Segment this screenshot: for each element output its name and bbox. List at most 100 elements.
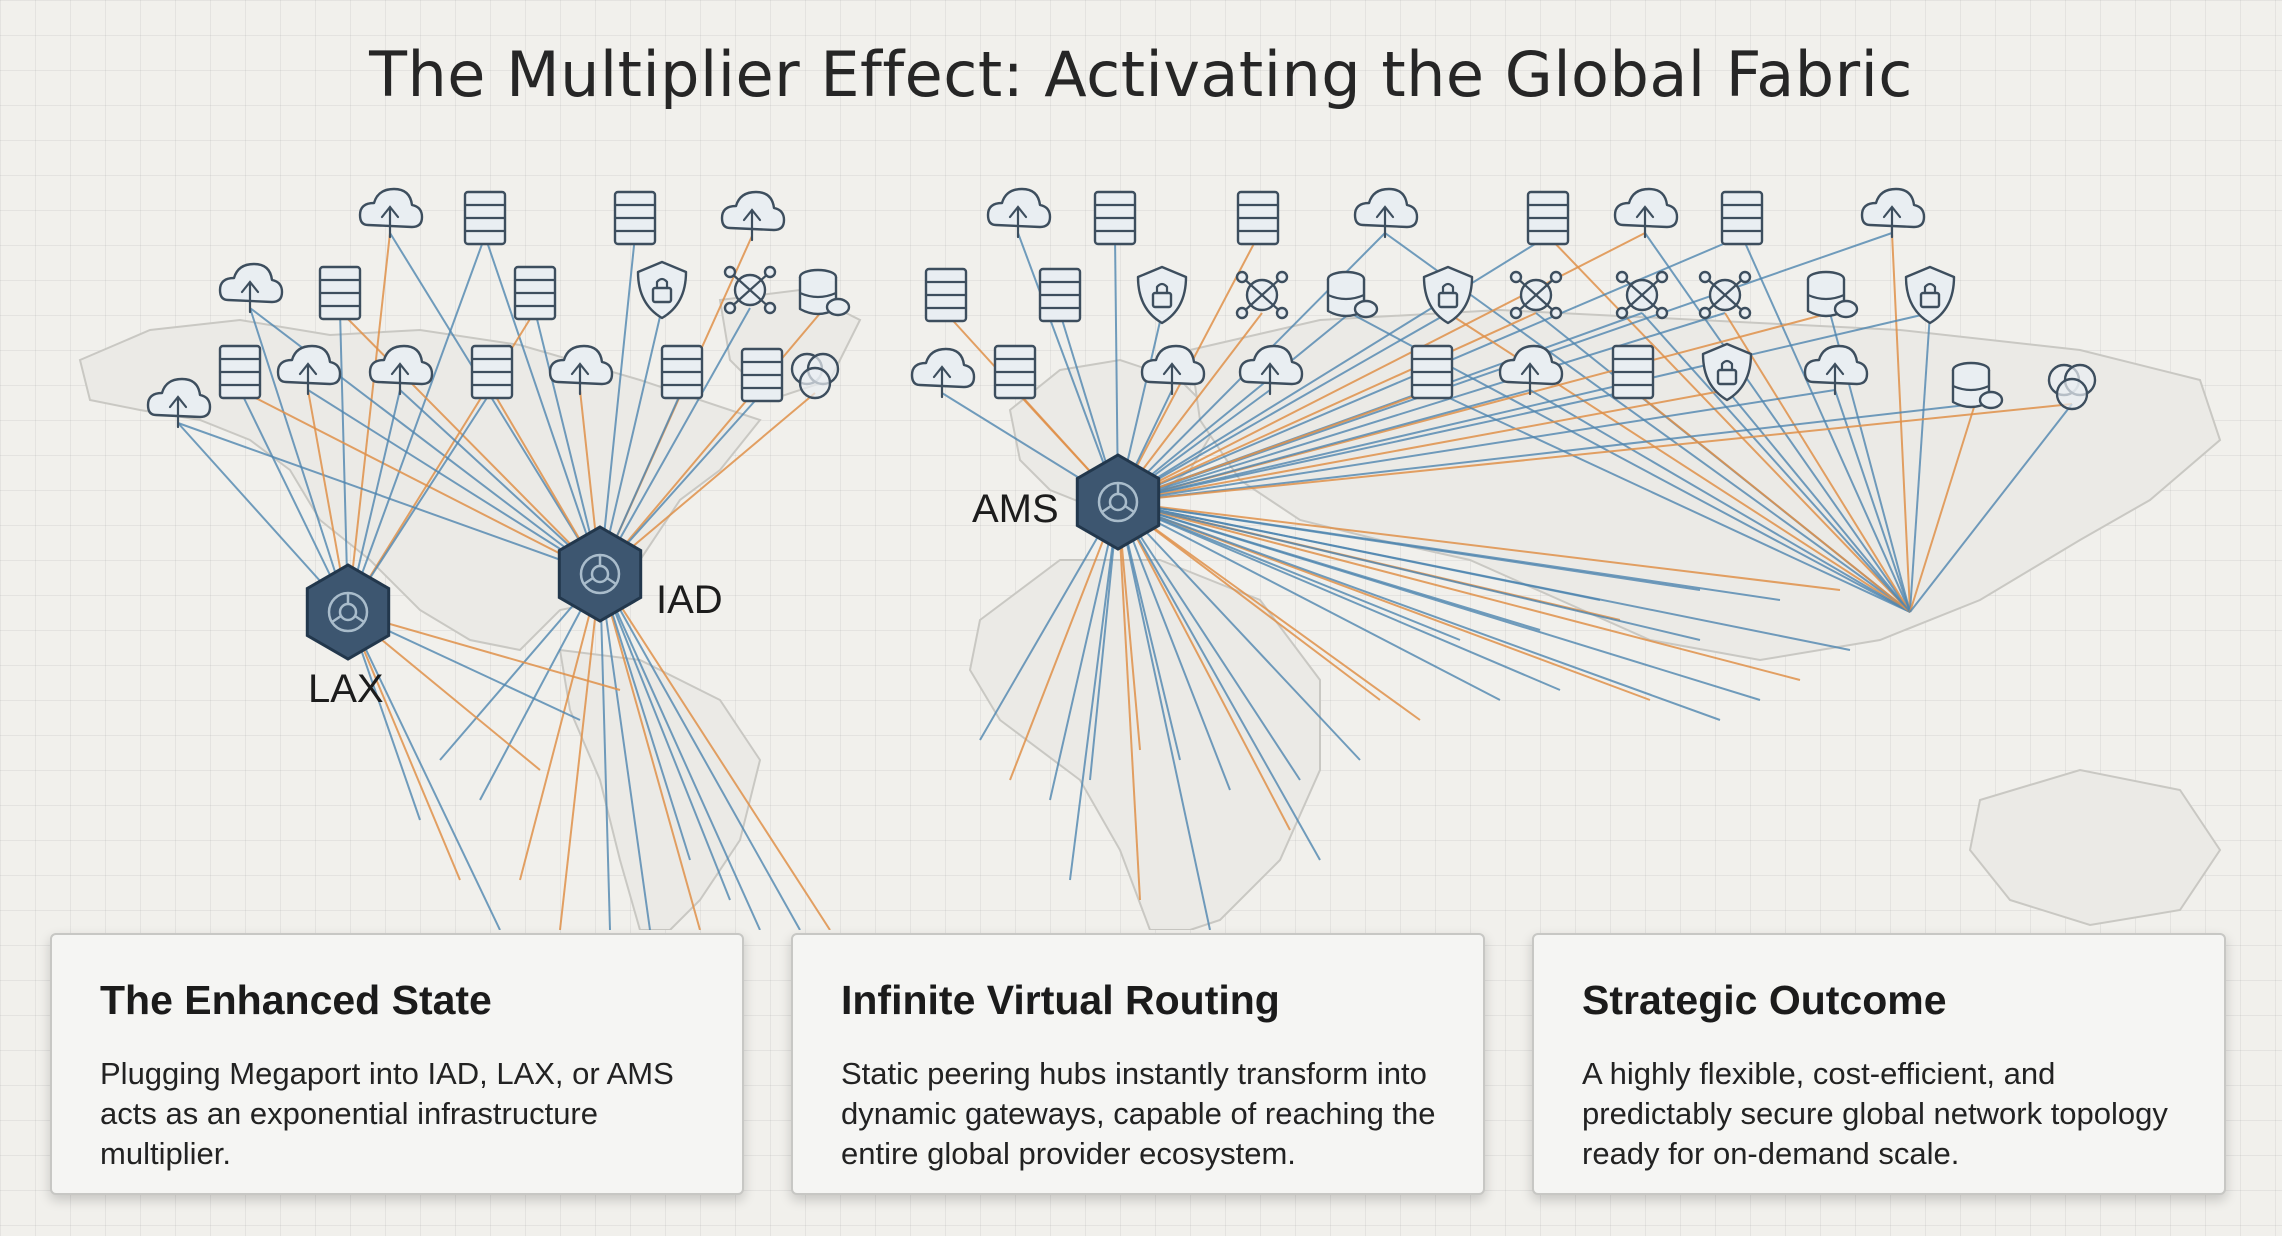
network-link [1069, 501, 1119, 881]
server-rack-icon [740, 347, 784, 403]
network-link [1089, 501, 1119, 781]
shield-lock-icon [1701, 342, 1753, 402]
card-body: A highly flexible, cost-efficient, and p… [1582, 1056, 2168, 1171]
database-icon [1806, 270, 1859, 319]
shield-lock-icon [1422, 265, 1474, 325]
network-link [599, 310, 823, 575]
cloud-upload-icon [146, 377, 212, 429]
network-link [347, 611, 461, 881]
overlap-circles-icon [2047, 363, 2097, 411]
provider-icons [146, 187, 2097, 429]
network-link [1009, 501, 1119, 781]
network-link [347, 611, 501, 930]
network-link [599, 573, 691, 861]
server-rack-icon [924, 267, 968, 323]
network-link [599, 307, 751, 575]
cloud-upload-icon [720, 190, 786, 242]
network-link [1909, 403, 2073, 613]
network-link [1117, 501, 1141, 901]
network-link [1117, 501, 1501, 701]
cloud-upload-icon [1238, 344, 1304, 396]
network-link [559, 573, 601, 930]
network-link [1117, 501, 1561, 691]
network-link [1117, 501, 1321, 861]
network-link [249, 307, 349, 613]
network-link [1909, 312, 1931, 613]
network-link [1117, 501, 1461, 641]
overlap-circles-icon [790, 352, 840, 400]
network-link [1117, 501, 1701, 591]
network-link [1117, 501, 1601, 601]
network-link [1117, 235, 1549, 503]
server-rack-icon [1526, 190, 1570, 246]
card-body: Plugging Megaport into IAD, LAX, or AMS … [100, 1056, 674, 1171]
network-link [1641, 312, 1911, 613]
server-rack-icon [660, 344, 704, 400]
network-link [599, 392, 816, 575]
cloud-upload-icon [910, 347, 976, 399]
cloud-upload-icon [1803, 344, 1869, 396]
network-link [347, 232, 391, 613]
network-link [307, 389, 601, 575]
network-link [484, 235, 601, 575]
network-link [1117, 501, 1701, 641]
cloud-upload-icon [1498, 344, 1564, 396]
network-link [1117, 501, 1361, 761]
network-link [347, 389, 493, 613]
server-rack-icon [218, 344, 262, 400]
network-link [599, 573, 731, 901]
network-link [1726, 389, 1911, 613]
network-link [1117, 312, 1449, 503]
network-link [1117, 501, 1801, 681]
network-link [1117, 389, 1433, 503]
hub-label-lax: LAX [308, 667, 384, 711]
server-rack-icon [1093, 190, 1137, 246]
network-link [1117, 389, 1531, 503]
card-title: The Enhanced State [100, 977, 492, 1023]
database-icon [1326, 270, 1379, 319]
server-rack-icon [513, 265, 557, 321]
network-link [1117, 501, 1421, 721]
network-link [1117, 501, 1231, 791]
network-link [1117, 501, 1301, 781]
network-link [599, 573, 701, 930]
africa-landmass [968, 559, 1321, 930]
network-link [1117, 501, 1381, 701]
network-link [479, 573, 601, 801]
network-link [1547, 235, 1911, 613]
network-link [399, 389, 601, 575]
network-link [599, 235, 636, 575]
shield-lock-icon [636, 260, 688, 320]
shield-lock-icon [1136, 265, 1188, 325]
network-link [1117, 501, 1291, 831]
network-link [1117, 501, 1841, 591]
network-link [1117, 501, 1211, 930]
network-link [1632, 389, 1911, 613]
server-rack-icon [613, 190, 657, 246]
network-link [1117, 312, 1726, 503]
network-link [599, 573, 831, 930]
network-link [339, 310, 349, 613]
connection-lines [177, 232, 2073, 930]
network-link [534, 310, 601, 575]
cloud-upload-icon [1860, 187, 1926, 239]
network-link [339, 310, 601, 575]
network-nodes-icon [1698, 270, 1752, 320]
virtual-routing-card: Infinite Virtual Routing Static peering … [791, 933, 1485, 1195]
network-link [1117, 501, 1181, 761]
server-rack-icon [1720, 190, 1764, 246]
network-link [347, 611, 621, 691]
network-link [389, 232, 601, 575]
network-link [1117, 389, 1728, 503]
server-rack-icon [1611, 344, 1655, 400]
network-link [519, 573, 601, 881]
cloud-upload-icon [276, 344, 342, 396]
server-rack-icon [993, 344, 1037, 400]
network-link [1644, 232, 1911, 613]
card-body: Static peering hubs instantly transform … [841, 1056, 1436, 1171]
strategic-outcome-card: Strategic Outcome A highly flexible, cos… [1532, 933, 2226, 1195]
network-link [1117, 312, 1351, 503]
network-link [1117, 312, 1537, 503]
network-link [599, 573, 651, 930]
network-link [177, 422, 601, 575]
